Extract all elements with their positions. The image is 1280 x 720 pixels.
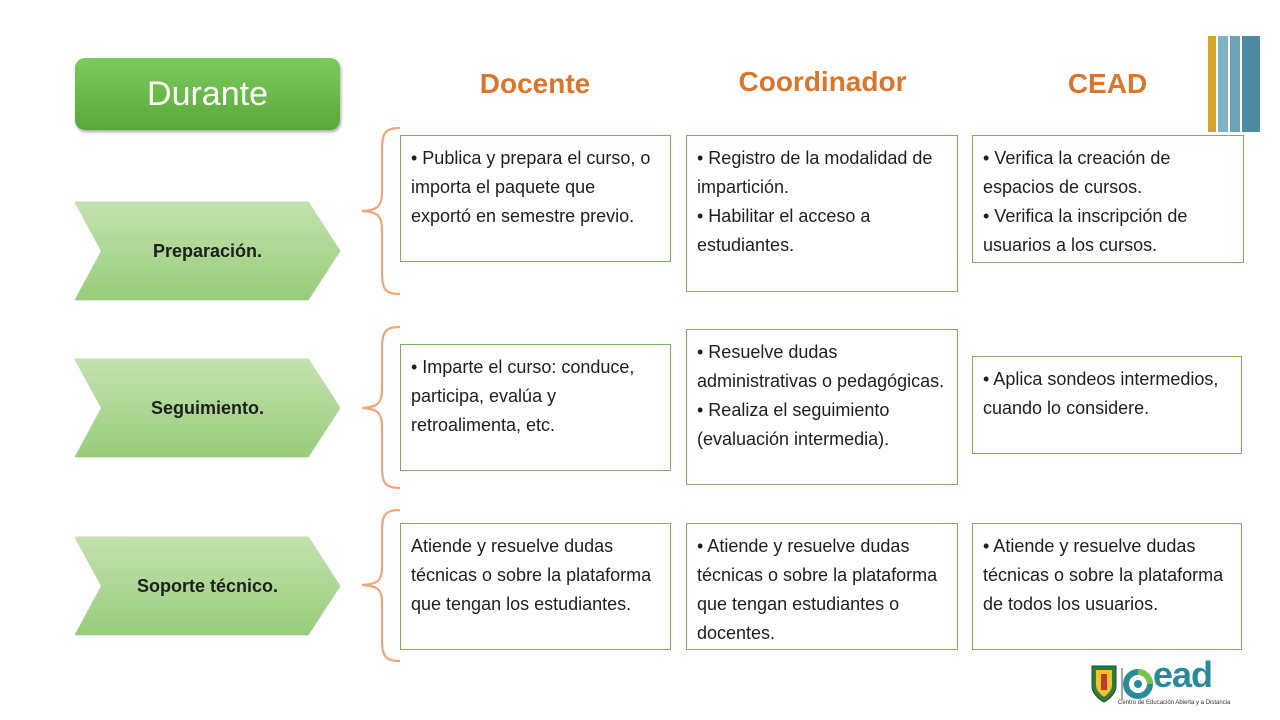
row-label-soporte-tecnico: Soporte técnico. bbox=[136, 575, 279, 596]
bullet-text: • Atiende y resuelve dudas técnicas o so… bbox=[697, 536, 938, 643]
column-header-cead: CEAD bbox=[1067, 68, 1148, 99]
bullet-text: Atiende y resuelve dudas técnicas o sobr… bbox=[411, 536, 652, 614]
cead-logo: ead Centro de Educación Abierta y a Dist… bbox=[1088, 654, 1250, 708]
box-soporte-coordinador: • Atiende y resuelve dudas técnicas o so… bbox=[686, 523, 958, 650]
bullet-text: • Imparte el curso: conduce, participa, … bbox=[411, 357, 635, 435]
row-label-seguimiento: Seguimiento. bbox=[150, 397, 264, 418]
column-header-docente: Docente bbox=[479, 68, 591, 99]
box-seguimiento-coordinador: • Resuelve dudas administrativas o pedag… bbox=[686, 329, 958, 485]
bullet-text: • Atiende y resuelve dudas técnicas o so… bbox=[983, 536, 1224, 614]
box-seguimiento-docente: • Imparte el curso: conduce, participa, … bbox=[400, 344, 671, 471]
box-soporte-docente: Atiende y resuelve dudas técnicas o sobr… bbox=[400, 523, 671, 650]
bullet-text: • Aplica sondeos intermedios, cuando lo … bbox=[983, 369, 1219, 418]
accent-bars bbox=[1208, 36, 1260, 132]
bullet-text: • Habilitar el acceso a estudiantes. bbox=[697, 206, 871, 255]
bullet-text: • Resuelve dudas administrativas o pedag… bbox=[697, 342, 945, 391]
bullet-text: • Verifica la creación de espacios de cu… bbox=[983, 148, 1171, 197]
row-chevron-seguimiento: Seguimiento. bbox=[75, 359, 340, 457]
logo-wordmark: ead bbox=[1153, 654, 1213, 695]
logo-mark bbox=[1091, 665, 1153, 703]
box-seguimiento-cead: • Aplica sondeos intermedios, cuando lo … bbox=[972, 356, 1242, 454]
title-badge: Durante bbox=[75, 58, 340, 130]
page-title: Durante bbox=[147, 74, 268, 113]
logo-caption: Centro de Educación Abierta y a Distanci… bbox=[1118, 700, 1231, 706]
bullet-text: • Registro de la modalidad de impartició… bbox=[697, 148, 933, 197]
column-header-coordinador: Coordinador bbox=[738, 66, 907, 97]
brace-seguimiento bbox=[361, 325, 401, 490]
bullet-text: • Realiza el seguimiento (evaluación int… bbox=[697, 400, 890, 449]
box-preparacion-cead: • Verifica la creación de espacios de cu… bbox=[972, 135, 1244, 263]
bullet-text: • Verifica la inscripción de usuarios a … bbox=[983, 206, 1188, 255]
bullet-text: • Publica y prepara el curso, o importa … bbox=[411, 148, 651, 226]
brace-preparacion bbox=[361, 126, 401, 296]
row-label-preparacion: Preparación. bbox=[152, 240, 263, 261]
row-chevron-soporte-tecnico: Soporte técnico. bbox=[75, 537, 340, 635]
row-chevron-preparacion: Preparación. bbox=[75, 202, 340, 300]
brace-soporte-tecnico bbox=[361, 508, 401, 663]
box-preparacion-docente: • Publica y prepara el curso, o importa … bbox=[400, 135, 671, 262]
box-preparacion-coordinador: • Registro de la modalidad de impartició… bbox=[686, 135, 958, 292]
box-soporte-cead: • Atiende y resuelve dudas técnicas o so… bbox=[972, 523, 1242, 650]
